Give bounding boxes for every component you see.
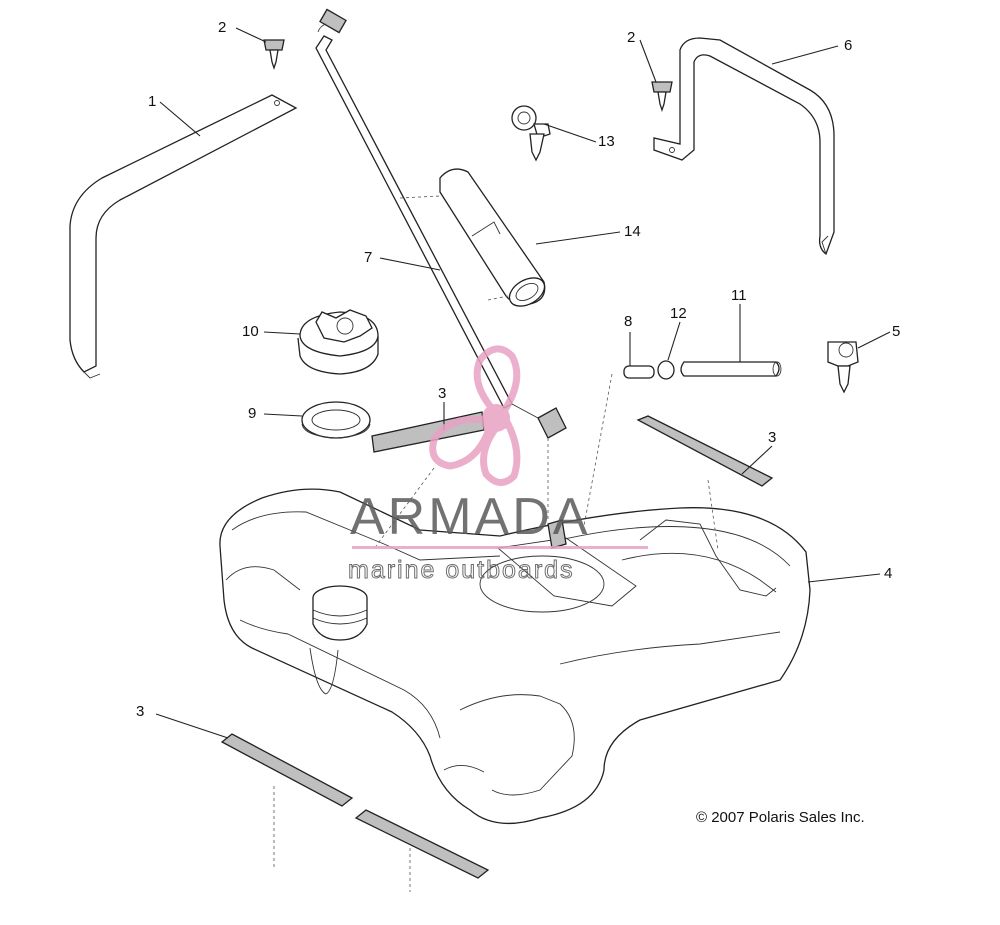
gasket xyxy=(301,401,371,439)
fuel-cap xyxy=(297,309,379,375)
protective-sleeve xyxy=(399,168,546,307)
callout-3-upper-right: 3 xyxy=(768,429,776,446)
callout-13: 13 xyxy=(598,133,615,150)
callout-labels: 1 2 2 6 7 13 14 10 9 8 12 11 5 3 3 4 3 xyxy=(136,19,900,720)
callout-7: 7 xyxy=(364,249,372,266)
watermark-tagline: marine outboards xyxy=(348,556,575,584)
callout-1: 1 xyxy=(148,93,156,110)
fuel-tank-strap-left xyxy=(69,94,298,379)
pad-lower-right xyxy=(354,809,490,879)
callout-6: 6 xyxy=(844,37,852,54)
callout-5: 5 xyxy=(892,323,900,340)
leader-lines xyxy=(155,27,891,739)
fitting xyxy=(623,365,655,379)
vent-tube xyxy=(315,8,567,439)
fuel-tank xyxy=(219,373,811,824)
fuel-hose xyxy=(680,361,782,377)
callout-12: 12 xyxy=(670,305,687,322)
watermark-brand: ARMADA xyxy=(350,488,590,546)
callout-9: 9 xyxy=(248,405,256,422)
pad-lower-left xyxy=(220,733,354,807)
callout-2-right: 2 xyxy=(627,29,635,46)
hose-clip xyxy=(511,105,551,162)
propeller-logo-icon xyxy=(429,345,521,486)
callout-4: 4 xyxy=(884,565,892,582)
callout-8: 8 xyxy=(624,313,632,330)
clamp-small xyxy=(657,360,675,380)
pad-upper-right xyxy=(636,415,774,487)
callout-3-lower: 3 xyxy=(136,703,144,720)
callout-11: 11 xyxy=(731,287,747,304)
copyright-notice: © 2007 Polaris Sales Inc. xyxy=(696,809,865,826)
rollover-valve xyxy=(827,341,859,394)
bolt-right xyxy=(651,81,673,113)
callout-2-left: 2 xyxy=(218,19,226,36)
callout-14: 14 xyxy=(624,223,641,240)
watermark: ARMADA marine outboards xyxy=(348,345,648,585)
bolt-left xyxy=(263,39,285,71)
callout-3-upper-left: 3 xyxy=(438,385,446,402)
fuel-tank-strap-right xyxy=(653,37,835,256)
callout-10: 10 xyxy=(242,323,259,340)
